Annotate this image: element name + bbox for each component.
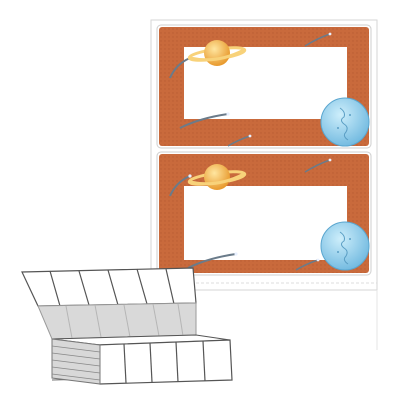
label-1 [156, 24, 372, 149]
fanfold-top-strip [21, 267, 197, 307]
shooting-star-icon [304, 32, 332, 47]
fanfold-pile [51, 334, 233, 385]
shooting-star-icon [187, 252, 238, 269]
shooting-star-icon [295, 258, 320, 271]
shooting-star-icon [227, 134, 252, 147]
shooting-star-icon [304, 158, 332, 173]
shooting-star-icon [179, 112, 230, 129]
planet-saturn-icon [187, 40, 247, 66]
label-2-writing-area [184, 186, 347, 260]
fanfold-fold [37, 302, 197, 340]
planet-globe-icon [320, 97, 370, 147]
planet-globe-icon [320, 221, 370, 271]
shooting-star-icon [169, 174, 192, 197]
planet-saturn-icon [187, 164, 247, 190]
label-2 [156, 151, 372, 276]
